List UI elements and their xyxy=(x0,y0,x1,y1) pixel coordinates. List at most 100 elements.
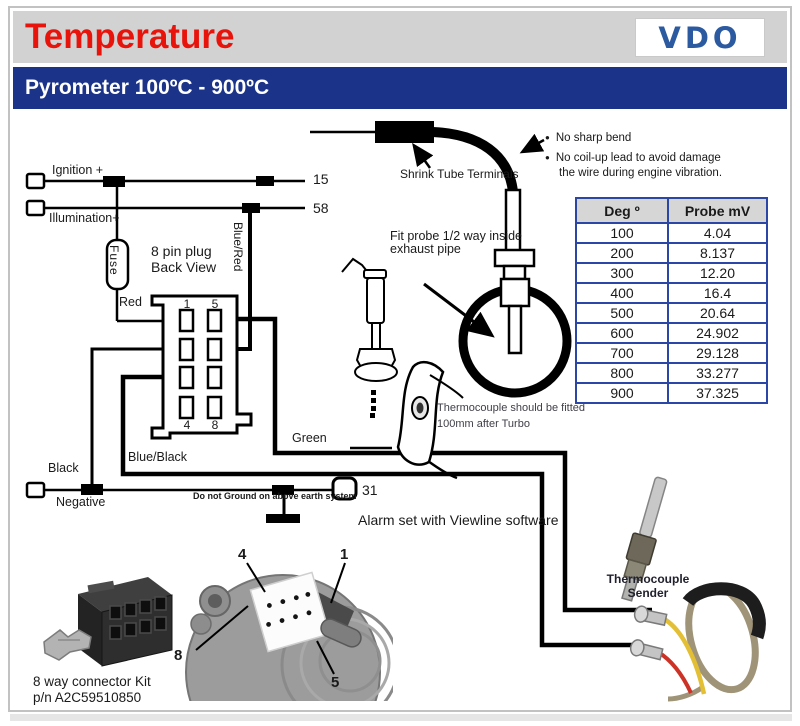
thermo-fit-note: Thermocouple should be fitted 100mm afte… xyxy=(437,400,585,432)
terminal-31-label: 31 xyxy=(362,482,378,498)
gauge-callout-8: 8 xyxy=(174,647,183,664)
red-label: Red xyxy=(119,295,142,309)
kit-label-line1: 8 way connector Kit xyxy=(33,674,151,689)
table-cell: 400 xyxy=(575,282,669,304)
splice xyxy=(103,176,125,187)
fit-probe-line1: Fit probe 1/2 way inside xyxy=(390,229,523,243)
thermocouple-sender-photo xyxy=(621,476,766,702)
sender-label-line1: Thermocouple xyxy=(606,572,690,586)
note-no-sharp-bend: ● No sharp bend xyxy=(545,131,722,145)
table-cell: 4.04 xyxy=(667,222,768,244)
fit-probe-line2: exhaust pipe xyxy=(390,242,461,256)
sender-label-line2: Sender xyxy=(627,586,669,600)
connector-kit-photo xyxy=(43,577,173,667)
table-cell: 900 xyxy=(575,382,669,404)
plug-title-line1: 8 pin plug xyxy=(151,243,212,259)
kit-label-line2: p/n A2C59510850 xyxy=(33,689,142,705)
note-no-coil-up: ● No coil-up lead to avoid damage xyxy=(545,151,722,165)
negative-terminal-icon xyxy=(25,481,46,499)
splice xyxy=(81,484,103,495)
bullet-icon: ● xyxy=(545,133,550,142)
terminal-15-label: 15 xyxy=(313,171,329,187)
table-header-row: Deg º Probe mV xyxy=(575,197,768,224)
ground-note: Do not Ground on above earth system xyxy=(193,491,357,501)
gauge-back-photo xyxy=(185,571,393,701)
table-cell: 300 xyxy=(575,262,669,284)
illumination-terminal-icon xyxy=(25,199,46,217)
flange-drawing-icon xyxy=(341,257,464,480)
note-text: No sharp bend xyxy=(555,132,632,144)
splice xyxy=(256,176,274,186)
thermo-fit-line2: 100mm after Turbo xyxy=(437,418,530,430)
probe-assembly-icon xyxy=(493,188,536,355)
subtitle-bar: Pyrometer 100ºC - 900ºC xyxy=(13,67,787,109)
plug-pins xyxy=(178,308,223,420)
gauge-callout-1: 1 xyxy=(340,546,349,563)
ground-splice xyxy=(272,485,294,495)
table-cell: 700 xyxy=(575,342,669,364)
pin-4-label: 4 xyxy=(183,418,191,432)
splice xyxy=(242,203,260,213)
splices xyxy=(81,176,294,495)
plug-outline-icon xyxy=(150,294,253,440)
black-label: Black xyxy=(48,461,79,475)
table-header-deg: Deg º xyxy=(575,197,669,224)
blue-black-label: Blue/Black xyxy=(128,450,188,464)
vdo-logo-text: VDO xyxy=(658,20,742,55)
page-title: Temperature xyxy=(25,17,235,56)
shrink-tube-icon xyxy=(375,121,434,143)
table-cell: 200 xyxy=(575,242,669,264)
pin-5-label: 5 xyxy=(211,297,219,311)
negative-label: Negative xyxy=(56,495,106,509)
table-cell: 20.64 xyxy=(667,302,768,324)
note-no-coil-up-cont: the wire during engine vibration. xyxy=(559,167,723,179)
table-cell: 37.325 xyxy=(667,382,768,404)
install-notes: ● No sharp bend ● No coil-up lead to avo… xyxy=(545,131,722,180)
table-cell: 8.137 xyxy=(667,242,768,264)
table-cell: 800 xyxy=(575,362,669,384)
table-header-mv: Probe mV xyxy=(667,197,768,224)
probe-cable xyxy=(428,127,518,197)
fit-probe-arrow-icon xyxy=(423,282,495,338)
thermo-fit-line1: Thermocouple should be fitted xyxy=(437,402,585,414)
illumination-label: Illumination+ xyxy=(49,211,120,225)
vdo-logo: VDO xyxy=(635,18,765,57)
alarm-note: Alarm set with Viewline software xyxy=(358,512,559,528)
bottom-shadow xyxy=(10,714,792,721)
pin-1-label: 1 xyxy=(183,297,191,311)
sender-label: Thermocouple Sender xyxy=(600,572,696,600)
blue-red-label: Blue/Red xyxy=(231,222,245,272)
table-cell: 29.128 xyxy=(667,342,768,364)
fuse-label: Fuse xyxy=(107,245,121,276)
shrink-tube-label: Shrink Tube Terminals xyxy=(400,167,519,181)
connector-kit-label: 8 way connector Kit p/n A2C59510850 xyxy=(33,674,151,705)
blue-black-wire xyxy=(120,374,640,648)
black-wire xyxy=(90,347,181,489)
table-cell: 12.20 xyxy=(667,262,768,284)
terminal-58-label: 58 xyxy=(313,200,329,216)
terminals xyxy=(25,172,358,501)
table-cell: 500 xyxy=(575,302,669,324)
gauge-callout-4: 4 xyxy=(238,546,247,563)
no-bend-arrow-icon xyxy=(519,133,545,154)
ignition-terminal-icon xyxy=(25,172,46,190)
table-cell: 16.4 xyxy=(667,282,768,304)
note-text: No coil-up lead to avoid damage xyxy=(555,152,721,164)
ground-symbol-icon xyxy=(266,495,300,523)
terminal-31-icon xyxy=(331,476,358,501)
ignition-label: Ignition + xyxy=(52,163,104,177)
green-label: Green xyxy=(292,431,327,445)
plug-title-line2: Back View xyxy=(151,259,217,275)
shrink-tube-arrow-icon xyxy=(412,142,434,169)
bullet-icon: ● xyxy=(545,153,550,162)
subtitle-text: Pyrometer 100ºC - 900ºC xyxy=(25,76,270,99)
